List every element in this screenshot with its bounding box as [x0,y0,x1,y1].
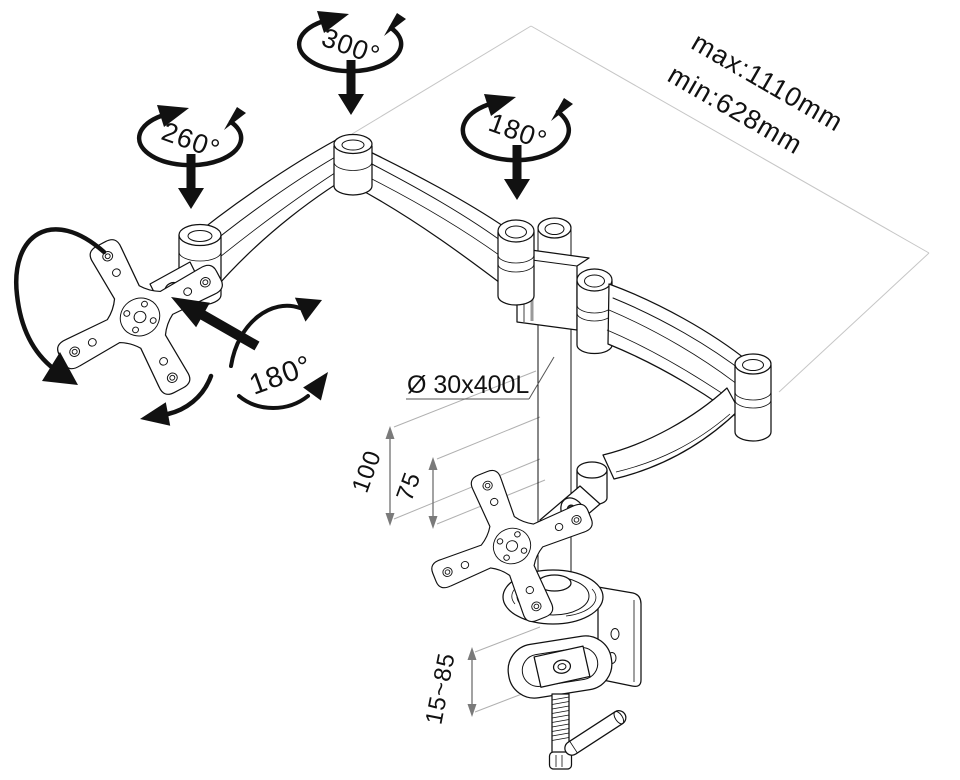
reach-dimension-labels: max:1110mm min:628mm [663,27,849,161]
pole-spec-label: Ø 30x400L [407,371,529,399]
arm-upper-right [353,147,513,293]
top-joint [333,133,373,196]
swivel-arrowhead-icon [140,402,171,426]
dimension-75: 75 [391,457,438,529]
rotation-label-180-vesa: 180° [245,350,316,402]
down-arrow-icon [504,145,530,200]
tilt-arrow [171,297,260,351]
screw-threads [551,696,570,741]
rotation-arrowhead-top-icon [294,297,322,322]
rotation-arrowhead-right-icon [551,98,573,121]
rotation-arrowhead-right-icon [224,107,246,130]
down-arrow-icon [338,60,364,115]
rotation-symbol-180-vesa: 180° [229,297,328,410]
rotation-symbol-260: 260° [136,105,246,209]
swivel-arrowhead-icon [42,352,78,385]
vesa-holes [69,251,211,383]
clamp-screw [548,693,573,770]
rotation-arrowhead-bottom-icon [303,372,328,401]
dimension-100: 100 [347,426,395,526]
rotation-arrowhead-left-icon [484,94,516,116]
rotation-arrowhead-left-icon [157,105,189,127]
dimension-15-85-label: 15~85 [420,650,460,726]
pole-elbow-joint [497,219,535,306]
tilt-arrowhead-icon [171,297,210,328]
rotation-arrowhead-left-icon [317,11,349,33]
rotation-symbol-180-top: 180° [460,94,573,200]
dimension-75-label: 75 [391,468,426,504]
dimension-max-min-lines [351,25,930,393]
clamp-lower-jaw [507,635,613,699]
swivel-arrow-left [13,227,107,385]
dimension-100-label: 100 [347,447,387,497]
clamp-handle [564,710,627,756]
swivel-arrow-bottom [140,373,214,426]
vesa-plate-lower [431,469,593,623]
pole-spec: Ø 30x400L [406,356,555,400]
down-arrow-icon [178,154,204,209]
vesa-holes [442,480,582,612]
right-elbow-joint [734,353,772,442]
dimension-15-85: 15~85 [420,647,477,727]
rotation-symbol-300: 300° [296,11,406,115]
rotation-arrowhead-right-icon [384,13,406,36]
arm-return-lower [602,387,740,480]
pole-right-joint [576,268,613,355]
